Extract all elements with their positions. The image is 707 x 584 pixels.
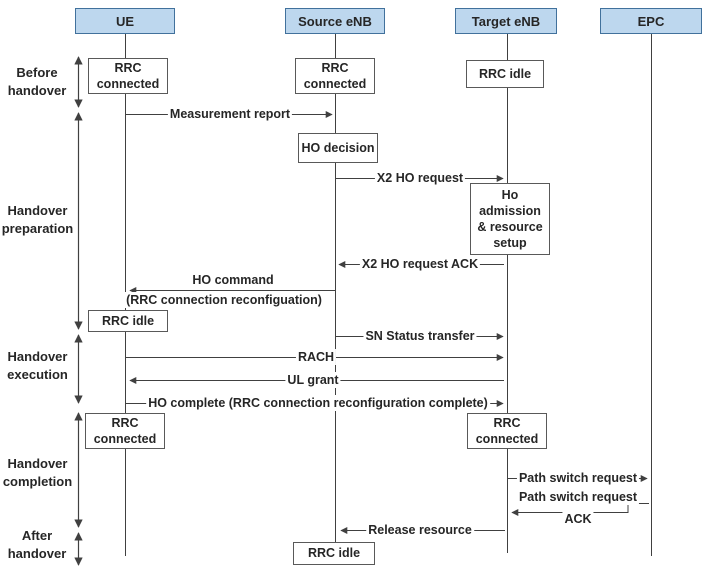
- message-label-x2-ho-request-ack: X2 HO request ACK: [359, 256, 481, 272]
- state-box-source-rrc-idle: RRC idle: [293, 542, 375, 565]
- phase-label-handover-completion: Handover completion: [2, 456, 73, 489]
- message-label-sn-status-transfer: SN Status transfer: [363, 328, 477, 344]
- actor-header-target-enb: Target eNB: [455, 8, 557, 34]
- state-box-target-rrc-idle: RRC idle: [466, 60, 544, 88]
- message-label-ho-complete: HO complete (RRC connection reconfigurat…: [146, 395, 490, 411]
- phase-label-before-handover: Before handover: [7, 65, 67, 98]
- state-box-ue-rrc-connected-before: RRC connected: [88, 58, 168, 94]
- state-box-target-rrc-connected: RRC connected: [467, 413, 547, 449]
- state-box-source-rrc-connected: RRC connected: [295, 58, 375, 94]
- phase-label-after-handover: After handover: [7, 528, 67, 561]
- message-label-measurement-report: Measurement report: [167, 106, 293, 122]
- message-label-release-resource: Release resource: [366, 522, 474, 538]
- state-box-ho-decision: HO decision: [298, 133, 378, 163]
- state-box-ho-admission-resource-setup: Ho admission & resource setup: [470, 183, 550, 255]
- phase-label-handover-execution: Handover execution: [7, 349, 68, 382]
- phase-label-handover-preparation: Handover preparation: [1, 203, 74, 236]
- message-label-ul-grant: UL grant: [285, 372, 341, 388]
- actor-header-source-enb: Source eNB: [285, 8, 385, 34]
- actor-header-epc: EPC: [600, 8, 702, 34]
- message-label-rrc-connection-reconfiguation: (RRC connection reconfiguation): [124, 292, 324, 308]
- actor-header-ue: UE: [75, 8, 175, 34]
- message-label-rach: RACH: [295, 349, 337, 365]
- state-box-ue-rrc-idle: RRC idle: [88, 310, 168, 332]
- message-label-ho-command: HO command: [190, 272, 276, 288]
- message-label-path-switch-request-ack-line1: Path switch request: [516, 489, 640, 505]
- state-box-ue-rrc-connected-after: RRC connected: [85, 413, 165, 449]
- message-label-path-switch-request: Path switch request: [516, 470, 640, 486]
- message-label-x2-ho-request: X2 HO request: [374, 170, 466, 186]
- message-label-path-switch-request-ack-line2: ACK: [562, 511, 594, 527]
